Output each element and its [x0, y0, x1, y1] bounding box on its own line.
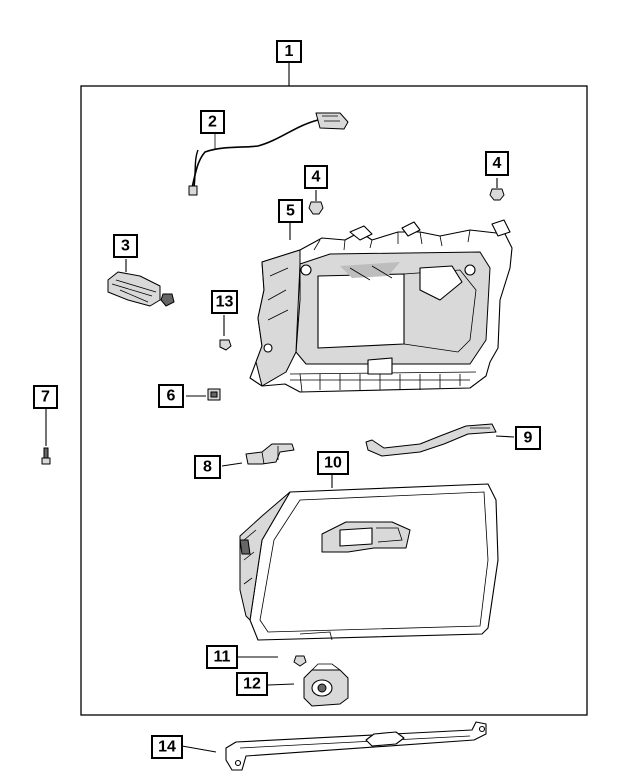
callout-11-text: 11 — [214, 649, 231, 666]
latch-handle-part — [267, 663, 349, 707]
callout-4-left: 4 — [304, 165, 328, 189]
callout-3: 3 — [113, 234, 138, 258]
callout-1-text: 1 — [285, 43, 294, 60]
callout-4-right-text: 4 — [493, 155, 502, 172]
callout-12: 12 — [236, 672, 268, 696]
callout-4-left-text: 4 — [312, 169, 321, 186]
bracket-part-8 — [221, 443, 295, 467]
callout-8: 8 — [194, 455, 221, 479]
wire-harness-part — [188, 112, 349, 196]
clip-fastener-right — [489, 178, 505, 201]
callout-13-text: 13 — [216, 294, 234, 311]
callout-6: 6 — [158, 384, 184, 408]
callout-7-text: 7 — [41, 389, 50, 406]
assembly-frame — [80, 85, 588, 716]
callout-9: 9 — [515, 426, 541, 450]
callout-4-right: 4 — [485, 151, 509, 176]
glovebox-housing-part — [249, 219, 513, 393]
callout-10-text: 10 — [324, 455, 342, 472]
screw-part-13 — [219, 315, 232, 351]
callout-14: 14 — [151, 735, 183, 759]
callout-13: 13 — [211, 290, 238, 314]
screw-part-11 — [238, 655, 307, 667]
callout-1: 1 — [276, 40, 302, 63]
callout-5-text: 5 — [286, 203, 295, 220]
callout-6-text: 6 — [167, 388, 176, 405]
callout-10: 10 — [317, 451, 349, 475]
clip-part-6 — [186, 388, 221, 401]
callout-12-text: 12 — [243, 676, 261, 693]
callout-7: 7 — [33, 385, 58, 409]
clip-fastener-left — [308, 190, 324, 215]
screw-part-7 — [41, 409, 51, 465]
callout-8-text: 8 — [203, 459, 212, 476]
callout-9-text: 9 — [524, 430, 533, 447]
callout-5: 5 — [278, 199, 303, 223]
callout-3-text: 3 — [121, 238, 130, 255]
callout-11: 11 — [206, 645, 238, 669]
latch-assembly-part — [107, 259, 175, 307]
reinforcement-bar-part — [181, 721, 487, 771]
callout-2: 2 — [200, 110, 225, 134]
strap-part-9 — [365, 423, 515, 457]
callout-2-text: 2 — [208, 114, 217, 131]
glovebox-door-part — [239, 475, 499, 641]
callout-14-text: 14 — [158, 739, 176, 756]
